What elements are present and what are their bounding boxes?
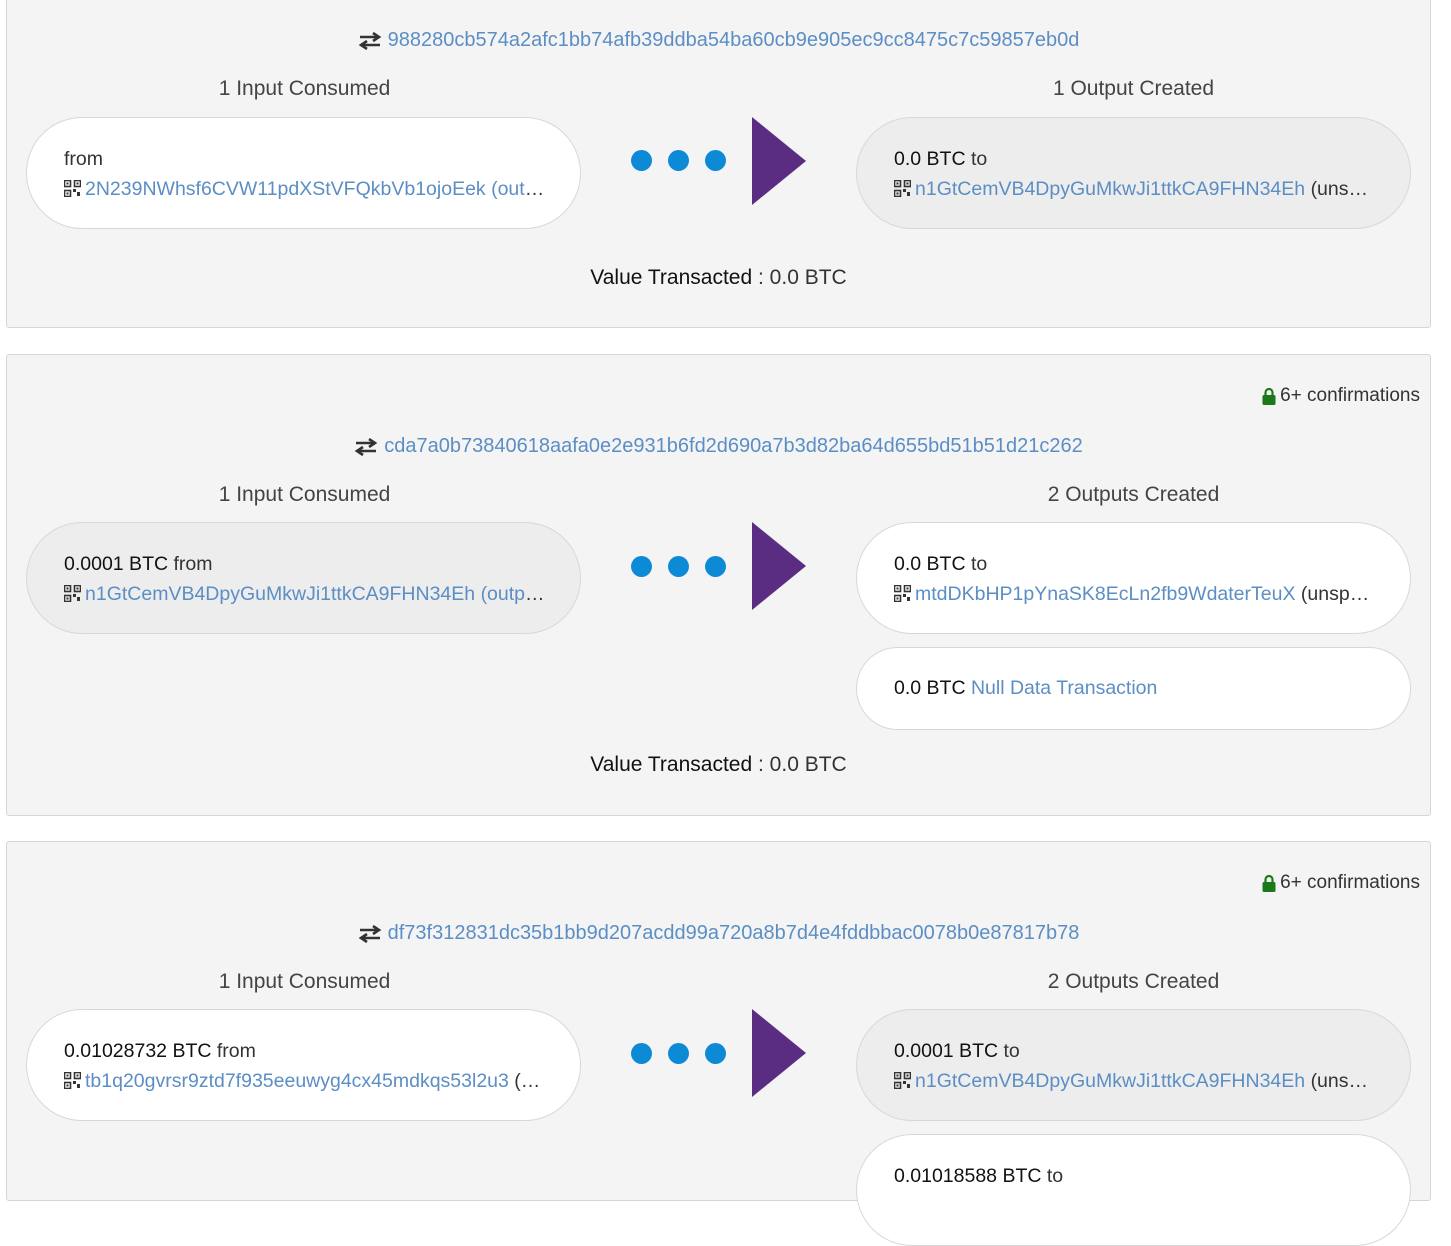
input-address-line: n1GtCemVB4DpyGuMkwJi1ttkCA9FHN34Eh (outp… [64, 579, 546, 609]
flow-dot [668, 150, 689, 171]
output-box: 0.0001 BTC to n1GtCemVB4DpyGuMkwJi1ttkCA… [856, 1009, 1411, 1121]
input-box: 0.0001 BTC from n1GtCemVB4DpyGuMkwJi1ttk… [26, 522, 581, 634]
output-address-link[interactable]: mtdDKbHP1pYnaSK8EcLn2fb9WdaterTeuX [915, 583, 1296, 605]
txid-row: 988280cb574a2afc1bb74afb39ddba54ba60cb9e… [7, 29, 1430, 52]
value-amount: : 0.0 BTC [752, 753, 847, 776]
input-amount: 0.0001 BTC [64, 553, 169, 575]
flow-arrow-icon [752, 522, 806, 610]
outputs-header: 2 Outputs Created [1047, 483, 1220, 506]
txid-link[interactable]: cda7a0b73840618aafa0e2e931b6fd2d690a7b3d… [384, 435, 1083, 457]
qr-code-icon[interactable] [64, 585, 81, 602]
flow-dot [631, 150, 652, 171]
flow-arrow-icon [752, 117, 806, 205]
flow-dots [631, 150, 726, 171]
output-status: (unspent) [1310, 178, 1376, 200]
output-box: 0.01018588 BTC to [856, 1134, 1411, 1246]
confirmations-badge: 6+ confirmations [1262, 872, 1420, 894]
output-address-link[interactable]: n1GtCemVB4DpyGuMkwJi1ttkCA9FHN34Eh [915, 1070, 1306, 1092]
value-transacted: Value Transacted : 0.0 BTC [7, 266, 1430, 290]
output-status: (unspent) [1310, 1070, 1376, 1092]
input-box: 0.01028732 BTC from tb1q20gvrsr9ztd7f935… [26, 1009, 581, 1121]
qr-code-icon[interactable] [894, 585, 911, 602]
input-address-link[interactable]: tb1q20gvrsr9ztd7f935eeuwyg4cx45mdkqs53l2… [85, 1070, 509, 1092]
output-amount: 0.0 BTC [894, 677, 966, 699]
input-address-line: tb1q20gvrsr9ztd7f935eeuwyg4cx45mdkqs53l2… [64, 1066, 546, 1096]
output-address-line: n1GtCemVB4DpyGuMkwJi1ttkCA9FHN34Eh (unsp… [894, 1066, 1376, 1096]
confirmations-text: 6+ confirmations [1280, 385, 1420, 406]
flow-dot [705, 556, 726, 577]
input-box: from 2N239NWhsf6CVW11pdXStVFQkbVb1ojoEek… [26, 117, 581, 229]
qr-code-icon[interactable] [64, 1072, 81, 1089]
output-address-line: mtdDKbHP1pYnaSK8EcLn2fb9WdaterTeuX (unsp… [894, 579, 1376, 609]
lock-icon [1262, 874, 1276, 892]
input-address-link[interactable]: n1GtCemVB4DpyGuMkwJi1ttkCA9FHN34Eh [85, 583, 476, 605]
confirmations-text: 6+ confirmations [1280, 872, 1420, 893]
flow-dot [668, 556, 689, 577]
null-data-link[interactable]: Null Data Transaction [970, 677, 1158, 699]
output-address-link[interactable]: n1GtCemVB4DpyGuMkwJi1ttkCA9FHN34Eh [915, 178, 1306, 200]
flow-dots [631, 556, 726, 577]
outputs-header: 1 Output Created [1052, 77, 1215, 100]
flow-arrow-icon [752, 1009, 806, 1097]
transfer-arrows-icon [358, 31, 381, 50]
transaction-panel: 6+ confirmations cda7a0b73840618aafa0e2e… [6, 354, 1431, 816]
output-prefix: to [1046, 1165, 1064, 1187]
input-prefix: from [216, 1040, 256, 1062]
flow-dot [705, 150, 726, 171]
input-status-link[interactable]: (output) [480, 583, 546, 605]
transaction-panel: 988280cb574a2afc1bb74afb39ddba54ba60cb9e… [6, 0, 1431, 328]
flow-dot [631, 1043, 652, 1064]
inputs-header: 1 Input Consumed [218, 483, 391, 506]
value-transacted: Value Transacted : 0.0 BTC [7, 753, 1430, 777]
flow-dot [631, 556, 652, 577]
txid-row: cda7a0b73840618aafa0e2e931b6fd2d690a7b3d… [7, 435, 1430, 458]
output-box-null-data: 0.0 BTC Null Data Transaction [856, 647, 1411, 730]
output-address-line: n1GtCemVB4DpyGuMkwJi1ttkCA9FHN34Eh (unsp… [894, 174, 1376, 204]
input-address-link[interactable]: 2N239NWhsf6CVW11pdXStVFQkbVb1ojoEek [85, 178, 486, 200]
lock-icon [1262, 387, 1276, 405]
outputs-header: 2 Outputs Created [1047, 970, 1220, 993]
qr-code-icon[interactable] [64, 180, 81, 197]
input-address-line: 2N239NWhsf6CVW11pdXStVFQkbVb1ojoEek (out… [64, 174, 546, 204]
inputs-header: 1 Input Consumed [218, 970, 391, 993]
value-label: Value Transacted [590, 753, 753, 776]
txid-link[interactable]: 988280cb574a2afc1bb74afb39ddba54ba60cb9e… [387, 29, 1080, 51]
output-prefix: to [1003, 1040, 1020, 1062]
flow-dot [705, 1043, 726, 1064]
txid-link[interactable]: df73f312831dc35b1bb9d207acdd99a720a8b7d4… [387, 922, 1080, 944]
output-prefix: to [970, 553, 988, 575]
input-prefix: from [173, 553, 213, 575]
output-amount: 0.0 BTC [894, 553, 966, 575]
output-amount: 0.01018588 BTC [894, 1165, 1042, 1187]
output-prefix: to [970, 148, 988, 170]
qr-code-icon[interactable] [894, 1072, 911, 1089]
flow-dot [668, 1043, 689, 1064]
input-status-link[interactable]: (output) [491, 178, 546, 200]
output-box: 0.0 BTC to n1GtCemVB4DpyGuMkwJi1ttkCA9FH… [856, 117, 1411, 229]
output-status: (unspent) [1300, 583, 1376, 605]
input-prefix: from [64, 148, 103, 170]
value-amount: : 0.0 BTC [752, 266, 847, 289]
qr-code-icon[interactable] [894, 180, 911, 197]
input-amount: 0.01028732 BTC [64, 1040, 212, 1062]
value-label: Value Transacted [590, 266, 753, 289]
transaction-panel: 6+ confirmations df73f312831dc35b1bb9d20… [6, 841, 1431, 1246]
output-box: 0.0 BTC to mtdDKbHP1pYnaSK8EcLn2fb9Wdate… [856, 522, 1411, 634]
txid-row: df73f312831dc35b1bb9d207acdd99a720a8b7d4… [7, 922, 1430, 945]
flow-dots [631, 1043, 726, 1064]
transfer-arrows-icon [358, 924, 381, 943]
output-amount: 0.0 BTC [894, 148, 966, 170]
output-amount: 0.0001 BTC [894, 1040, 999, 1062]
input-status: (o… [514, 1070, 546, 1092]
transfer-arrows-icon [354, 437, 378, 456]
confirmations-badge: 6+ confirmations [1262, 385, 1420, 407]
inputs-header: 1 Input Consumed [218, 77, 391, 100]
